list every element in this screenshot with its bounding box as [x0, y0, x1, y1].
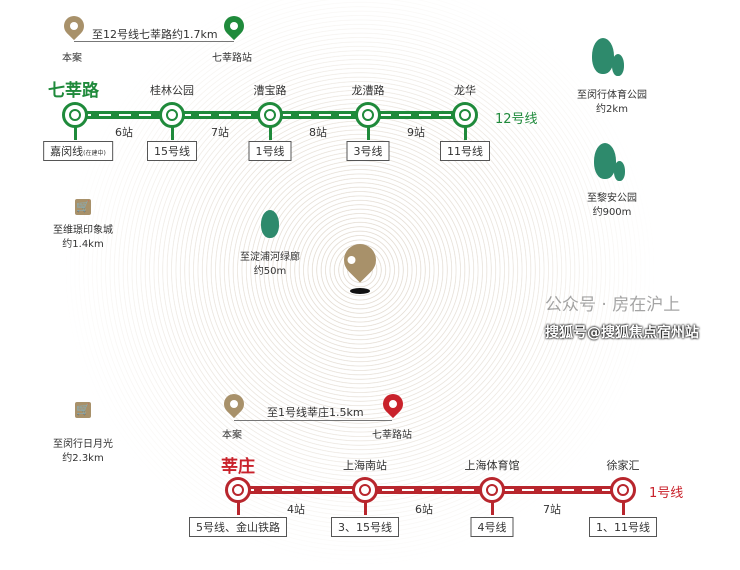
- transfer-note: (在建中): [83, 150, 106, 157]
- station-stem: [74, 126, 77, 140]
- station-icon: [479, 477, 505, 503]
- station-icon: [257, 102, 283, 128]
- bottom-route-from: 本案: [222, 430, 242, 441]
- tree-icon: [612, 54, 624, 76]
- transfer-box: 嘉闵线(在建中): [43, 141, 113, 161]
- station-icon: [610, 477, 636, 503]
- station-icon: [62, 102, 88, 128]
- poi-dist: 约2km: [596, 104, 628, 115]
- transfer-box: 1、11号线: [589, 517, 657, 537]
- station-stem: [622, 501, 625, 515]
- pin-shadow: [350, 288, 370, 294]
- stop-count: 9站: [407, 126, 425, 139]
- transfer-box: 5号线、金山铁路: [189, 517, 287, 537]
- station-name: 漕宝路: [253, 84, 287, 97]
- transfer-box: 11号线: [440, 141, 490, 161]
- poi-name: 至黎安公园: [587, 193, 637, 204]
- station-name: 上海南站: [343, 459, 387, 472]
- tree-icon: [594, 143, 616, 179]
- stop-count: 6站: [415, 503, 433, 516]
- top-route-to: 七莘路站: [212, 53, 252, 64]
- poi-name: 至维璟印象城: [53, 225, 113, 236]
- station-stem: [171, 126, 174, 140]
- top-route-from: 本案: [62, 53, 82, 64]
- station-icon: [225, 477, 251, 503]
- bottom-route-text: 至1号线莘庄1.5km: [267, 406, 364, 419]
- line12-name: 12号线: [495, 112, 538, 127]
- shopping-cart-icon: 🛒: [75, 402, 91, 418]
- line1-name: 1号线: [649, 486, 684, 501]
- tree-icon: [614, 161, 625, 181]
- route-line: [74, 41, 234, 42]
- project-pin-icon: [59, 11, 89, 41]
- stop-count: 6站: [115, 126, 133, 139]
- shopping-cart-icon: 🛒: [75, 199, 91, 215]
- station-stem: [464, 126, 467, 140]
- sohu-watermark: 搜狐号@搜狐焦点宿州站: [545, 325, 699, 341]
- poi-dist: 约900m: [592, 207, 632, 218]
- poi-name: 至淀浦河绿廊: [240, 252, 300, 263]
- station-icon: [352, 477, 378, 503]
- top-route-text: 至12号线七莘路约1.7km: [92, 28, 218, 41]
- poi-dist: 约1.4km: [62, 239, 104, 250]
- transfer-box: 15号线: [147, 141, 197, 161]
- line12-origin: 七莘路: [48, 81, 99, 101]
- station-icon: [355, 102, 381, 128]
- poi-dist: 约2.3km: [62, 453, 104, 464]
- tree-icon: [261, 210, 279, 238]
- transfer-box: 4号线: [470, 517, 514, 537]
- station-stem: [364, 501, 367, 515]
- concentric-rings-background: [60, 0, 660, 570]
- transfer-box: 3、15号线: [331, 517, 399, 537]
- station-name: 龙漕路: [351, 84, 385, 97]
- station-icon: [452, 102, 478, 128]
- station-name: 徐家汇: [606, 459, 640, 472]
- tree-icon: [592, 38, 614, 74]
- transfer-box: 3号线: [346, 141, 390, 161]
- station-name: 桂林公园: [150, 84, 194, 97]
- poi-dist: 约50m: [253, 266, 287, 277]
- transfer-box: 1号线: [248, 141, 292, 161]
- wechat-watermark: 公众号 · 房在沪上: [545, 295, 681, 315]
- station-stem: [269, 126, 272, 140]
- station-name: 上海体育馆: [464, 459, 520, 472]
- station-stem: [491, 501, 494, 515]
- stop-count: 8站: [309, 126, 327, 139]
- station-icon: [159, 102, 185, 128]
- bottom-route-to: 七莘路站: [372, 430, 412, 441]
- stop-count: 7站: [543, 503, 561, 516]
- poi-name: 至闵行体育公园: [577, 90, 647, 101]
- station-stem: [237, 501, 240, 515]
- route-line: [234, 420, 392, 421]
- line1-track: [238, 486, 623, 494]
- station-stem: [367, 126, 370, 140]
- transfer-label: 嘉闵线: [50, 145, 84, 158]
- stop-count: 4站: [287, 503, 305, 516]
- station-name: 龙华: [454, 84, 476, 97]
- line1-origin: 莘庄: [221, 457, 255, 477]
- stop-count: 7站: [211, 126, 229, 139]
- poi-name: 至闵行日月光: [53, 439, 113, 450]
